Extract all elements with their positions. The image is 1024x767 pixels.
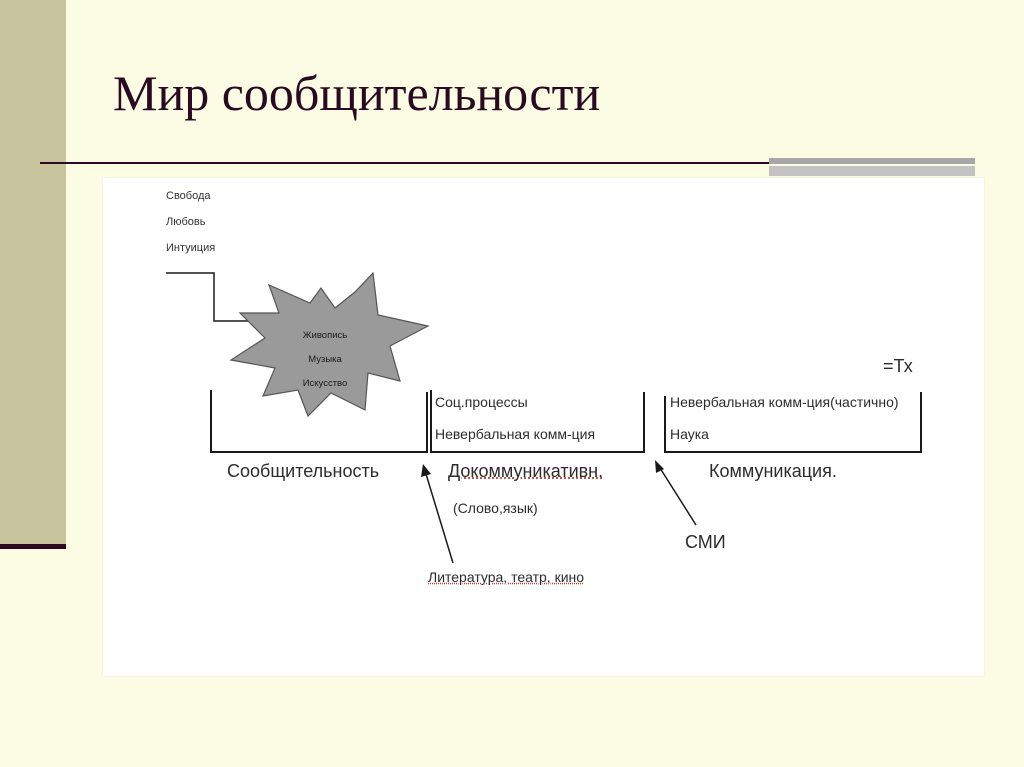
- comm-item-nonverbal-partial: Невербальная комм-ция(частично): [670, 394, 899, 410]
- precomm-note-word-language: (Слово,язык): [453, 500, 538, 516]
- diagram-graphics: [166, 271, 922, 564]
- arts-arrow-line: [425, 473, 454, 564]
- star-item-art: Искусство: [302, 378, 348, 389]
- group-label-communication: Коммуникация.: [709, 461, 837, 481]
- arts-label: Литература, театр, кино: [428, 569, 585, 585]
- title-divider-accent: [769, 158, 975, 164]
- list-item-freedom: Свобода: [166, 190, 211, 202]
- arts-arrowhead: [421, 464, 431, 477]
- media-label: СМИ: [685, 532, 726, 552]
- diagram-canvas: Свобода Любовь Интуиция Живопись Музыка …: [103, 178, 984, 676]
- bracket-communicativeness: [210, 390, 428, 453]
- star-item-painting: Живопись: [302, 330, 348, 341]
- left-decor-band: [0, 0, 66, 546]
- bracket-precommunicative: [430, 390, 645, 453]
- title-divider: [40, 162, 810, 164]
- equals-tx-label: =Тх: [883, 356, 913, 376]
- media-arrow-line: [659, 467, 697, 526]
- arts-explosion-shape: [229, 271, 430, 418]
- list-to-star-connector: [166, 272, 261, 322]
- precomm-item-nonverbal: Невербальная комм-ция: [435, 426, 596, 442]
- slide-title: Мир сообщительности: [113, 65, 601, 121]
- star-item-music: Музыка: [308, 354, 342, 365]
- group-label-communicativeness: Сообщительность: [227, 461, 380, 481]
- bracket-communication: [664, 392, 922, 453]
- comm-item-science: Наука: [670, 426, 709, 442]
- precomm-item-social: Соц.процессы: [435, 394, 528, 410]
- list-item-love: Любовь: [166, 216, 206, 228]
- list-item-intuition: Интуиция: [166, 242, 216, 254]
- left-decor-line: [0, 544, 66, 549]
- group-label-precommunicative: Докоммуникативн.: [448, 461, 604, 481]
- title-divider-accent-light: [769, 166, 975, 176]
- media-arrowhead: [655, 460, 664, 473]
